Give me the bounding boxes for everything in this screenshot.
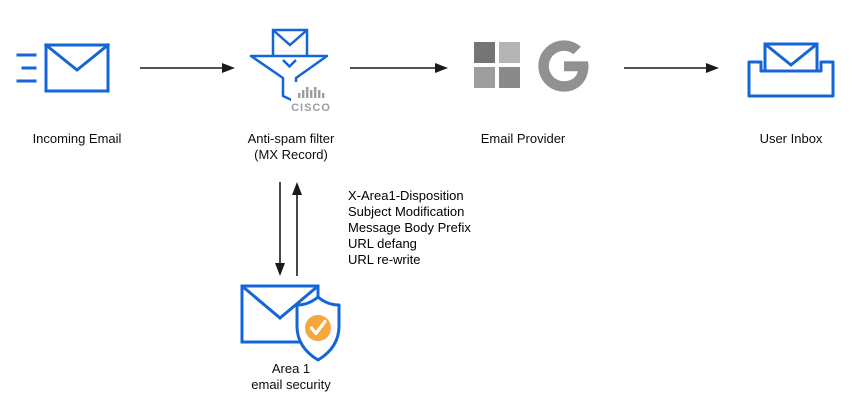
bidirectional-arrows <box>270 182 306 281</box>
microsoft-logo <box>474 42 520 93</box>
incoming-email-label: Incoming Email <box>32 131 122 146</box>
annotation-line: Message Body Prefix <box>348 220 471 235</box>
area1-label-line2: email security <box>251 377 331 392</box>
up-arrow <box>292 182 302 276</box>
flow-arrow-1 <box>140 61 235 80</box>
down-arrow <box>275 182 285 276</box>
user-inbox-label: User Inbox <box>759 131 823 146</box>
annotation-line: X-Area1-Disposition <box>348 188 464 203</box>
antispam-label-line1: Anti-spam filter <box>247 131 335 146</box>
google-logo <box>536 38 592 99</box>
cisco-logo: CISCO <box>291 82 333 114</box>
area1-label: Area 1 email security <box>216 361 366 393</box>
antispam-label: Anti-spam filter (MX Record) <box>216 131 366 163</box>
area1-security-icon <box>240 284 344 369</box>
annotation-line: URL defang <box>348 236 417 251</box>
annotation-line: Subject Modification <box>348 204 465 219</box>
cisco-wordmark: CISCO <box>291 102 331 114</box>
annotation-line: URL re-write <box>348 252 421 267</box>
incoming-email-icon <box>16 42 112 99</box>
antispam-filter-icon: CISCO <box>249 28 333 123</box>
user-inbox-icon <box>745 42 837 105</box>
disposition-annotations: X-Area1-Disposition Subject Modification… <box>348 188 471 268</box>
email-provider-label: Email Provider <box>480 131 566 146</box>
flow-arrow-2 <box>350 61 448 80</box>
flow-arrow-3 <box>624 61 719 80</box>
shield-check-icon <box>295 295 341 362</box>
area1-label-line1: Area 1 <box>271 361 311 376</box>
antispam-label-line2: (MX Record) <box>254 147 328 162</box>
